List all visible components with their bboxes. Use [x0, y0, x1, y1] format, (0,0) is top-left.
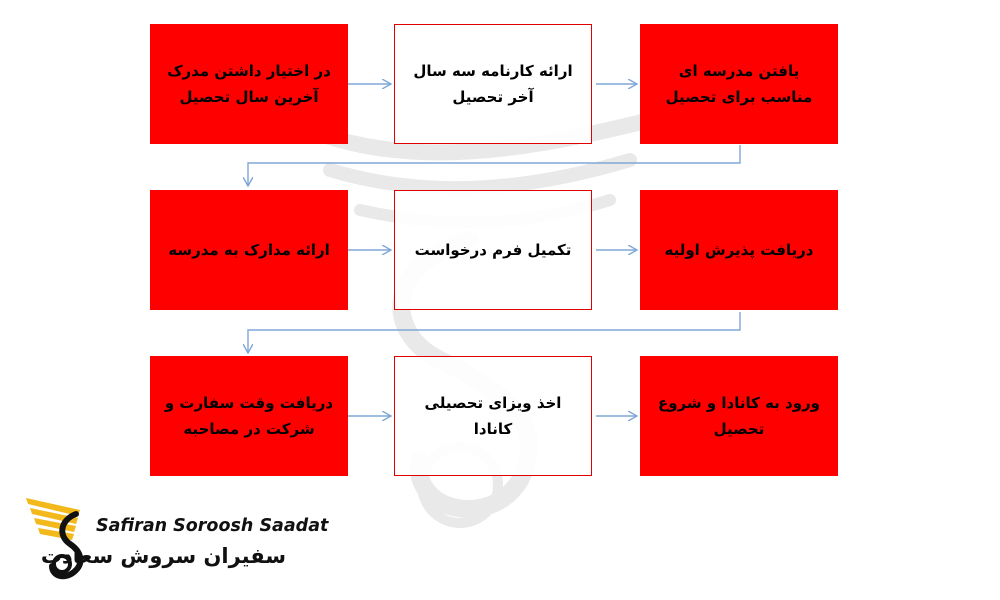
step-label-2: ارائه کارنامه سه سال آخر تحصیل [413, 61, 573, 106]
step-box-7: دریافت وقت سفارت و شرکت در مصاحبه [150, 356, 348, 476]
step-label-9: ورود به کانادا و شروع تحصیل [657, 393, 821, 438]
step-label-6: دریافت پذیرش اولیه [664, 240, 814, 259]
winged-s-icon [26, 498, 84, 580]
step-box-2: ارائه کارنامه سه سال آخر تحصیل [394, 24, 592, 144]
step-label-8: اخذ ویزای تحصیلی کانادا [424, 393, 562, 438]
step-label-4: ارائه مدارک به مدرسه [168, 240, 330, 259]
step-box-8: اخذ ویزای تحصیلی کانادا [394, 356, 592, 476]
arrow-3-4 [248, 145, 741, 185]
step-box-4: ارائه مدارک به مدرسه [150, 190, 348, 310]
step-box-3: یافتن مدرسه ای مناسب برای تحصیل [640, 24, 838, 144]
arrow-6-7 [248, 312, 741, 352]
step-box-1: در اختیار داشتن مدرک آخرین سال تحصیل [150, 24, 348, 144]
step-label-7: دریافت وقت سفارت و شرکت در مصاحبه [164, 393, 334, 438]
step-label-3: یافتن مدرسه ای مناسب برای تحصیل [665, 61, 813, 106]
company-logo: Safiran Soroosh Saadat سفیران سروش سعادت [22, 490, 328, 590]
logo-name-fa: سفیران سروش سعادت [40, 544, 286, 568]
step-box-5: تکمیل فرم درخواست [394, 190, 592, 310]
step-box-6: دریافت پذیرش اولیه [640, 190, 838, 310]
step-label-1: در اختیار داشتن مدرک آخرین سال تحصیل [167, 61, 331, 106]
logo-name-en: Safiran Soroosh Saadat [96, 516, 329, 536]
step-label-5: تکمیل فرم درخواست [414, 240, 572, 259]
step-box-9: ورود به کانادا و شروع تحصیل [640, 356, 838, 476]
